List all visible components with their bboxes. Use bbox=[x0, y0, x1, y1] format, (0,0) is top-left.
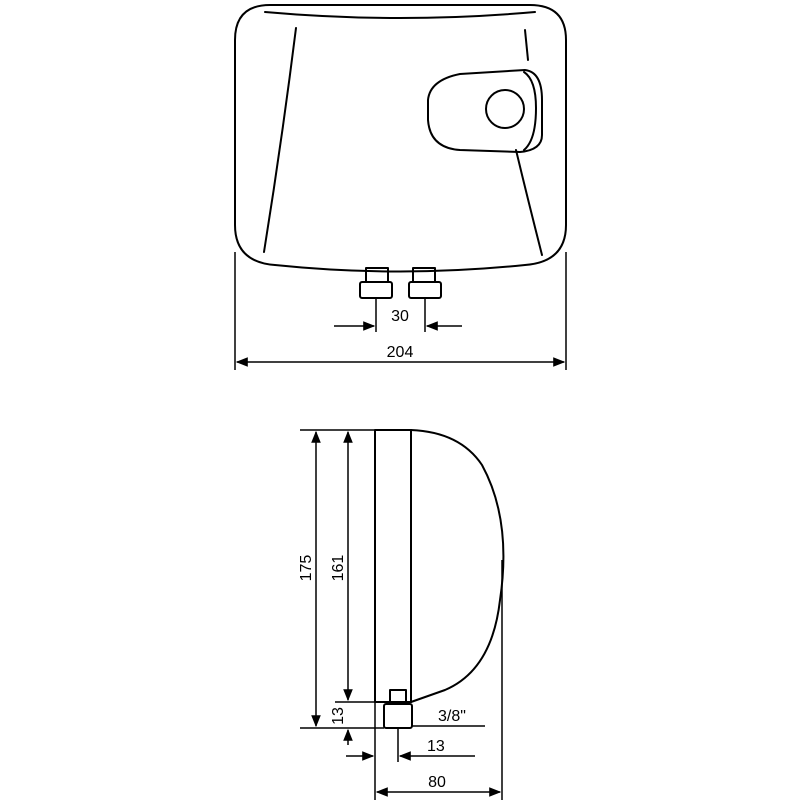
front-top-lip bbox=[264, 11, 536, 19]
dim-label-30: 30 bbox=[391, 308, 409, 325]
dim-label-204: 204 bbox=[387, 344, 414, 361]
dim-label-80: 80 bbox=[428, 774, 446, 791]
front-right-panel-line bbox=[524, 29, 529, 61]
right-water-fitting bbox=[408, 267, 442, 299]
control-knob bbox=[485, 89, 525, 129]
dim-label-175: 175 bbox=[298, 555, 315, 582]
dim-label-13-vertical: 13 bbox=[330, 707, 347, 725]
dim-label-13-horizontal: 13 bbox=[427, 738, 445, 755]
left-water-fitting bbox=[359, 267, 393, 299]
front-view: 30 204 bbox=[234, 4, 567, 370]
side-view: 175 161 13 3/8" 13 80 bbox=[298, 429, 505, 800]
front-right-lower-line bbox=[515, 149, 543, 256]
dim-label-161: 161 bbox=[330, 555, 347, 582]
side-mounting-plate bbox=[374, 429, 412, 703]
control-housing bbox=[427, 69, 543, 153]
thread-size-label: 3/8" bbox=[438, 708, 466, 725]
front-left-panel-line bbox=[263, 27, 297, 253]
control-housing-inner bbox=[523, 71, 537, 151]
front-body-outline bbox=[234, 4, 567, 273]
side-water-fitting bbox=[383, 689, 413, 729]
side-body-outline bbox=[410, 429, 505, 703]
